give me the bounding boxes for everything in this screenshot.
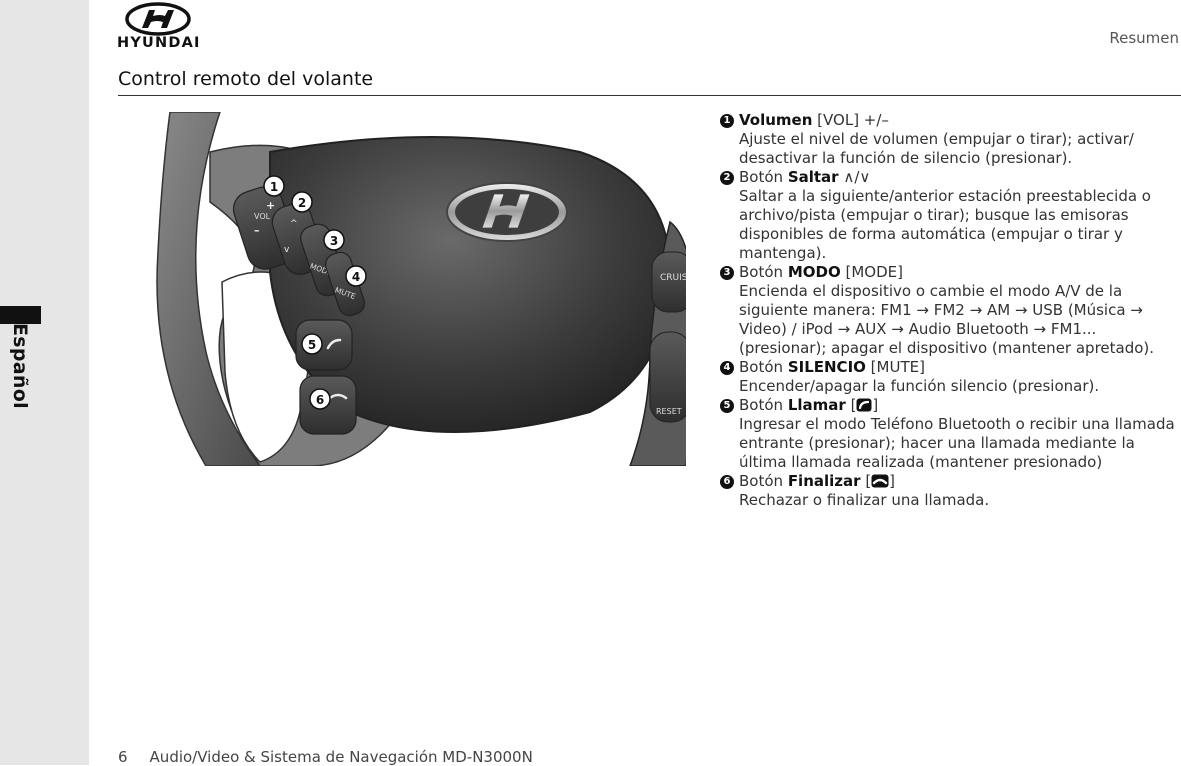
callout-2: 2	[291, 191, 313, 213]
svg-text:6: 6	[316, 393, 324, 407]
item-title: Saltar	[787, 168, 839, 186]
item-description: Ajuste el nivel de volumen (empujar o ti…	[739, 130, 1134, 167]
reset-label: RESET	[656, 407, 682, 416]
steering-wheel-illustration: CRUISE RESET + VOL – ^ v MODE MUTE 1 2 3…	[156, 112, 686, 466]
hyundai-logo	[125, 2, 191, 36]
item-description: Encienda el dispositivo o cambie el modo…	[739, 282, 1155, 357]
item-description: Encender/apagar la función silencio (pre…	[739, 377, 1100, 395]
item-suffix: [MODE]	[840, 263, 903, 281]
item-description: Rechazar o finalizar una llamada.	[739, 491, 990, 509]
callout-3: 3	[323, 229, 345, 251]
language-label: Español	[9, 323, 31, 409]
item-prefix: Botón	[739, 396, 788, 414]
item-mute: 4 Botón SILENCIO [MUTE] Encender/apagar l…	[720, 358, 1181, 396]
item-number: 6	[720, 475, 734, 489]
item-number: 4	[720, 361, 734, 375]
item-suffix: [MUTE]	[865, 358, 925, 376]
call-icon	[856, 398, 872, 412]
item-mode: 3 Botón MODO [MODE] Encienda el dispositi…	[720, 263, 1181, 358]
callout-6: 6	[309, 388, 331, 410]
item-number: 5	[720, 399, 734, 413]
item-suffix-close: ]	[872, 396, 879, 414]
section-name: Resumen	[1109, 29, 1179, 47]
item-description: Ingresar el modo Teléfono Bluetooth o re…	[739, 415, 1175, 471]
item-number: 2	[720, 171, 734, 185]
page-footer: 6 Audio/Video & Sistema de Navegación MD-…	[118, 748, 533, 766]
item-description: Saltar a la siguiente/anterior estación …	[739, 187, 1151, 262]
svg-text:1: 1	[270, 180, 278, 194]
vol-minus-label: –	[254, 224, 260, 237]
item-prefix: Botón	[739, 168, 788, 186]
item-title: MODO	[787, 263, 841, 281]
item-suffix: [	[860, 472, 872, 490]
callout-1: 1	[263, 175, 285, 197]
end-call-icon	[871, 474, 889, 488]
item-seek: 2 Botón Saltar ∧/∨ Saltar a la siguiente/…	[720, 168, 1181, 263]
cruise-label: CRUISE	[660, 273, 686, 283]
steering-wheel-figure: CRUISE RESET + VOL – ^ v MODE MUTE 1 2 3…	[110, 112, 686, 466]
item-prefix: Botón	[739, 472, 788, 490]
callout-4: 4	[345, 265, 367, 287]
svg-text:3: 3	[330, 234, 338, 248]
language-tab-marker	[0, 306, 41, 324]
item-title: Llamar	[787, 396, 846, 414]
page-title: Control remoto del volante	[118, 68, 374, 90]
svg-text:5: 5	[308, 338, 316, 352]
svg-text:4: 4	[352, 270, 360, 284]
item-suffix: [VOL] +/–	[812, 111, 889, 129]
item-suffix: ∧/∨	[838, 168, 871, 186]
item-end-call: 6 Botón Finalizar [] Rechazar o finalizar…	[720, 472, 1181, 510]
item-suffix-close: ]	[889, 472, 896, 490]
document-title: Audio/Video & Sistema de Navegación MD-N…	[149, 748, 533, 766]
svg-text:2: 2	[298, 196, 306, 210]
item-prefix: Botón	[739, 358, 788, 376]
seek-up-label: ^	[290, 219, 298, 229]
item-volume: 1 Volumen [VOL] +/– Ajuste el nivel de vo…	[720, 111, 1181, 168]
item-prefix: Botón	[739, 263, 788, 281]
item-call: 5 Botón Llamar [] Ingresar el modo Teléfo…	[720, 396, 1181, 472]
brand-wordmark: HYUNDAI	[117, 35, 201, 51]
item-title: Volumen	[739, 111, 813, 129]
vol-label: VOL	[254, 212, 271, 221]
item-title: Finalizar	[787, 472, 861, 490]
button-descriptions: 1 Volumen [VOL] +/– Ajuste el nivel de vo…	[720, 111, 1181, 510]
page-number: 6	[118, 748, 128, 766]
callout-5: 5	[301, 333, 323, 355]
item-suffix: [	[845, 396, 857, 414]
seek-down-label: v	[284, 245, 290, 255]
side-strip	[0, 0, 89, 765]
title-rule	[118, 95, 1181, 96]
vol-plus-label: +	[266, 199, 275, 212]
item-number: 3	[720, 266, 734, 280]
item-title: SILENCIO	[787, 358, 866, 376]
item-number: 1	[720, 114, 734, 128]
